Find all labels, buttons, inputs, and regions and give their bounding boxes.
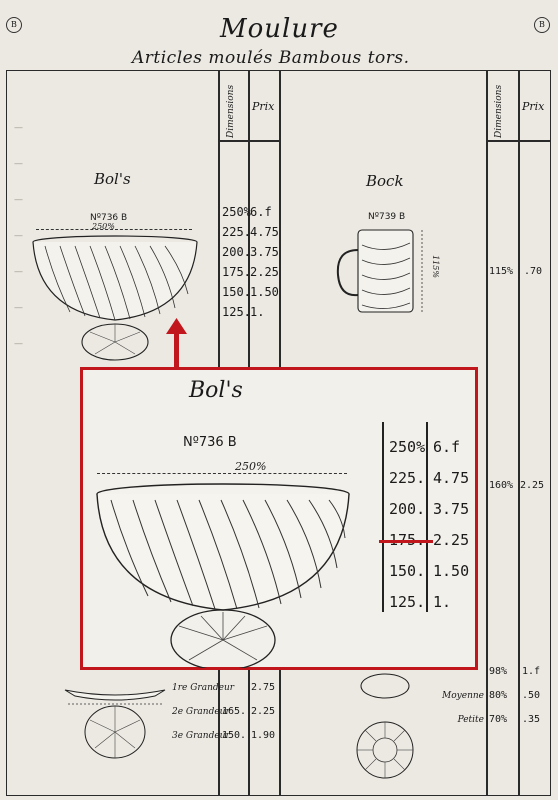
page-title: Moulure [220, 14, 339, 44]
size-large-price: 1.f [522, 666, 541, 677]
bols-price-1: 6.f [250, 205, 272, 219]
bols-dim-2: 225. [222, 225, 251, 239]
zoom-price-4: 2.25 [433, 531, 470, 549]
grandeur-2-dim: 165. [222, 706, 247, 717]
grandeur-2-label: 2e Grandeur [172, 707, 230, 717]
bock-mug-illustration [336, 229, 423, 313]
zoom-inset: Bol's Nº736 B 250% 250% 225. 200. 175. 1… [80, 367, 478, 670]
size-moyenne-dim: 80% [489, 690, 508, 701]
page-subtitle: Articles moulés Bambous tors. [132, 48, 410, 68]
grandeur-3-dim: 150. [222, 730, 247, 741]
zoom-price-rule [426, 422, 428, 612]
bottom-right-prices: 1.f .50 .35 [522, 660, 540, 732]
grandeur-2-price: 2.25 [251, 706, 276, 717]
bock-dim: 115% [489, 266, 514, 277]
bols-bowl-illustration [32, 235, 198, 361]
grandeur-1-label: 1re Grandeur [172, 683, 235, 693]
callout-arrow-shaft [174, 330, 179, 370]
bols-price-6: 1. [250, 305, 265, 319]
bols-dim-4: 175. [222, 265, 251, 279]
grandeur-3-price: 1.90 [251, 730, 276, 741]
bols-price-4: 2.25 [250, 265, 279, 279]
zoom-bowl-illustration [96, 483, 350, 668]
bottom-right-labels: Moyenne Petite [440, 660, 484, 732]
zoom-dimensions-list: 250% 225. 200. 175. 150. 125. [389, 432, 425, 618]
zoom-dim-6: 125. [389, 593, 426, 611]
right-price-rule [518, 70, 520, 796]
zoom-highlight-underline [379, 540, 433, 543]
size-moyenne-price: .50 [522, 690, 541, 701]
right-mid-price: 2.25 [520, 480, 545, 491]
bottom-left-prices: 2.75 2.25 1.90 [251, 676, 275, 748]
bols-dim-5: 150. [222, 285, 251, 299]
zoom-price-1: 6.f [433, 438, 461, 456]
zoom-dim-2: 225. [389, 469, 426, 487]
grandeur-3-label: 3e Grandeur [172, 731, 230, 741]
bols-price-3: 3.75 [250, 245, 279, 259]
right-header-rule [486, 140, 550, 142]
bols-price-2: 4.75 [250, 225, 279, 239]
left-emblem-icon: B [6, 17, 22, 33]
callout-arrow-head-icon [166, 318, 187, 334]
bottom-right-dims: 98% 80% 70% [489, 660, 507, 732]
zoom-price-5: 1.50 [433, 562, 470, 580]
bottom-left-dims: 165. 150. [222, 676, 246, 748]
bols-prices-list: 6.f 4.75 3.75 2.25 1.50 1. [250, 202, 279, 322]
zoom-dim-1: 250% [389, 438, 426, 456]
bols-dim-6: 125. [222, 305, 251, 319]
bottom-left-dish-illustration [64, 689, 166, 759]
grandeur-1-dim [222, 676, 246, 700]
zoom-dim-3: 200. [389, 500, 426, 518]
bock-height-label: 115% [430, 255, 440, 278]
bock-title: Bock [366, 172, 404, 190]
bols-dimensions-list: 250% 225. 200. 175. 150. 125. [222, 202, 251, 322]
zoom-price-6: 1. [433, 593, 452, 611]
zoom-width-label: 250% [235, 460, 267, 473]
bols-width-dimension-line [36, 229, 192, 230]
bleed-through-left: ——————— [14, 123, 23, 349]
left-header-rule [218, 140, 280, 142]
zoom-prices-list: 6.f 4.75 3.75 2.25 1.50 1. [433, 432, 469, 618]
bock-price: .70 [524, 266, 543, 277]
bols-width-label: 250% [92, 222, 115, 231]
right-dimensions-header: Dimensions [494, 84, 504, 138]
left-prix-header: Prix [252, 100, 275, 113]
bottom-left-labels: 1re Grandeur 2e Grandeur 3e Grandeur [172, 676, 234, 748]
zoom-price-2: 4.75 [433, 469, 470, 487]
bols-dim-1: 250% [222, 205, 251, 219]
bols-title: Bol's [94, 170, 131, 188]
bols-dim-3: 200. [222, 245, 251, 259]
right-mid-dim: 160% [489, 480, 514, 491]
size-petite-price: .35 [522, 714, 541, 725]
zoom-width-dimension-line [97, 473, 347, 474]
zoom-title: Bol's [189, 378, 243, 403]
size-large-dim: 98% [489, 666, 508, 677]
catalog-frame [6, 70, 551, 796]
right-dim-rule [486, 70, 488, 796]
bottom-right-rosette-illustration [356, 673, 414, 779]
zoom-dim-rule [382, 422, 384, 612]
zoom-ref: Nº736 B [183, 435, 237, 450]
zoom-price-3: 3.75 [433, 500, 470, 518]
right-prix-header: Prix [522, 100, 545, 113]
grandeur-1-price: 2.75 [251, 682, 276, 693]
size-moyenne-label: Moyenne [442, 691, 484, 701]
bols-ref: Nº736 B [90, 213, 128, 223]
bols-price-5: 1.50 [250, 285, 279, 299]
size-petite-dim: 70% [489, 714, 508, 725]
left-dimensions-header: Dimensions [226, 84, 236, 138]
zoom-dim-5: 150. [389, 562, 426, 580]
bock-ref: Nº739 B [368, 212, 406, 222]
size-petite-label: Petite [457, 715, 484, 725]
right-emblem-icon: B [534, 17, 550, 33]
